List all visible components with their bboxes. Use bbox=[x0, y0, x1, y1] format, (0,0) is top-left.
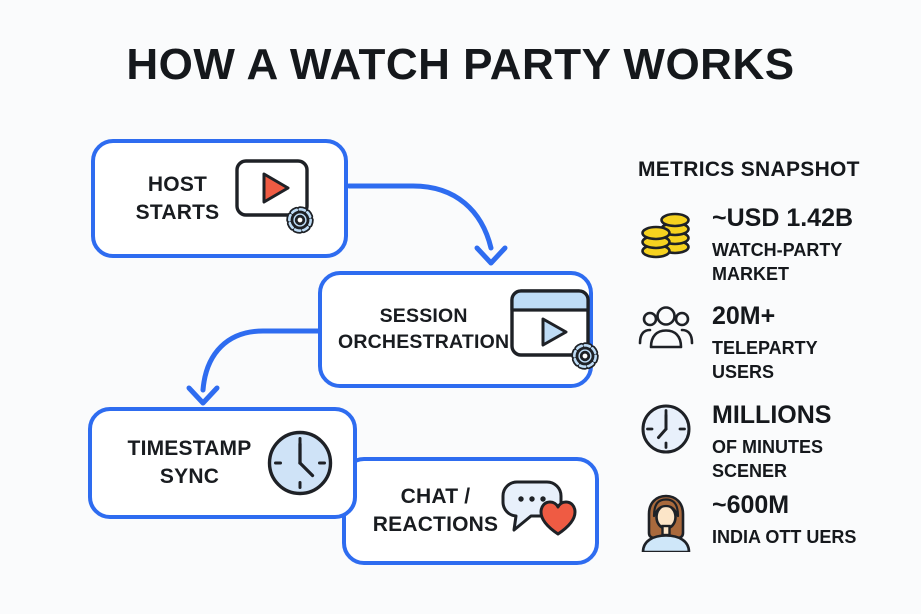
metric-text: MILLIONS OF MINUTES SCENER bbox=[712, 401, 832, 483]
woman-avatar-icon bbox=[638, 492, 694, 552]
metric-row-india-ott: ~600M INDIA OTT UERS bbox=[638, 491, 857, 552]
flow-step-timestamp-sync: TIMESTAMP SYNC bbox=[88, 407, 357, 519]
browser-player-gear-icon bbox=[509, 288, 603, 372]
metric-label: TELEPARTY USERS bbox=[712, 337, 818, 382]
metrics-heading: METRICS SNAPSHOT bbox=[638, 158, 860, 181]
metric-row-teleparty: 20M+ TELEPARTY USERS bbox=[638, 302, 818, 384]
metric-text: ~600M INDIA OTT UERS bbox=[712, 491, 857, 549]
metric-label: WATCH-PARTY MARKET bbox=[712, 239, 843, 284]
flow-step-session-orchestration: SESSION ORCHESTRATION bbox=[318, 271, 599, 388]
page-title: HOW A WATCH PARTY WORKS bbox=[126, 40, 795, 89]
metrics-panel: METRICS SNAPSHOT ~USD 1.42B bbox=[638, 158, 906, 588]
metric-row-minutes: MILLIONS OF MINUTES SCENER bbox=[638, 401, 832, 483]
flow-arrow-session-to-timestamp bbox=[186, 328, 321, 406]
flow-step-chat-reactions: CHAT / REACTIONS bbox=[342, 457, 599, 565]
step-label: HOST STARTS bbox=[135, 172, 220, 224]
metric-text: ~USD 1.42B WATCH-PARTY MARKET bbox=[712, 204, 854, 286]
step-label: CHAT / REACTIONS bbox=[372, 485, 499, 536]
users-group-icon bbox=[638, 303, 694, 353]
metric-label: OF MINUTES SCENER bbox=[712, 436, 823, 481]
step-label: TIMESTAMP SYNC bbox=[127, 437, 252, 488]
video-player-gear-icon bbox=[234, 158, 324, 240]
metric-value: 20M+ bbox=[712, 302, 776, 330]
chat-bubble-heart-icon bbox=[499, 478, 581, 544]
metric-value: ~USD 1.42B bbox=[712, 204, 854, 232]
flow-step-host-starts: HOST STARTS bbox=[91, 139, 348, 258]
clock-icon bbox=[265, 428, 335, 498]
metric-text: 20M+ TELEPARTY USERS bbox=[712, 302, 818, 384]
flow-arrow-host-to-session bbox=[346, 183, 508, 266]
step-label: SESSION ORCHESTRATION bbox=[338, 304, 510, 353]
metric-row-market: ~USD 1.42B WATCH-PARTY MARKET bbox=[638, 204, 854, 286]
clock-icon bbox=[638, 402, 694, 456]
metric-value: MILLIONS bbox=[712, 401, 832, 429]
metric-label: INDIA OTT UERS bbox=[712, 526, 857, 547]
metric-value: ~600M bbox=[712, 491, 790, 519]
coins-icon bbox=[638, 205, 694, 263]
